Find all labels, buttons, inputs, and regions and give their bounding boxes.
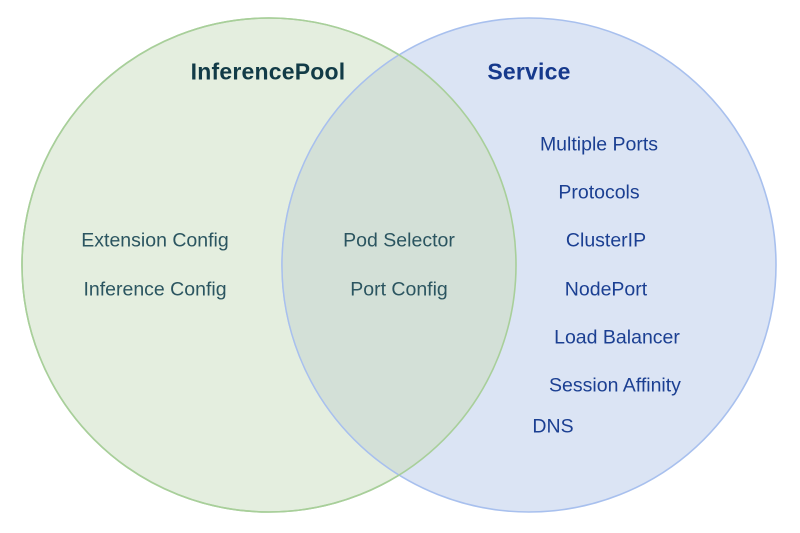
service-title: Service (487, 58, 571, 85)
inferencepool-item-extension-config: Extension Config (81, 229, 229, 252)
inferencepool-title: InferencePool (190, 58, 346, 85)
overlap-region[interactable] (281, 18, 776, 512)
service-item-multiple-ports: Multiple Ports (539, 133, 659, 156)
overlap-item-pod-selector: Pod Selector (343, 229, 455, 252)
service-item-clusterip: ClusterIP (565, 229, 647, 252)
overlap-item-port-config: Port Config (350, 278, 448, 301)
service-item-session-affinity: Session Affinity (549, 374, 681, 397)
service-item-nodeport: NodePort (564, 278, 648, 301)
service-item-protocols: Protocols (558, 181, 640, 204)
service-item-dns: DNS (532, 415, 574, 438)
inferencepool-item-inference-config: Inference Config (83, 278, 227, 301)
inferencepool-circle-outline (21, 17, 517, 513)
service-item-load-balancer: Load Balancer (554, 326, 680, 349)
